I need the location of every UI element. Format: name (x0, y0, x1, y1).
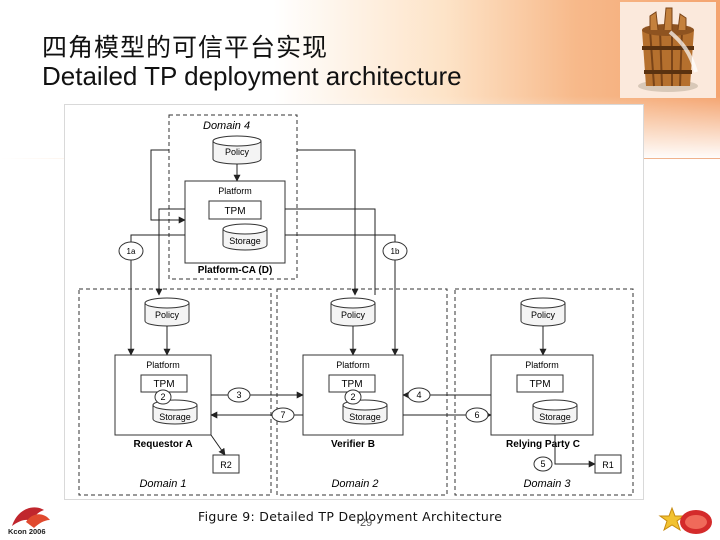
link-4-label: 4 (416, 390, 421, 400)
r2-label: R2 (220, 460, 232, 470)
kcon-logo-text: Kcon 2006 (8, 527, 46, 536)
domain1-boundary (78, 288, 272, 496)
domain4-policy-label: Policy (225, 147, 250, 157)
domain4-platform-label: Platform (218, 186, 252, 196)
domain1-label: Domain 1 (139, 478, 186, 490)
domain4-tpm-box (208, 200, 262, 220)
link-2b-label: 2 (350, 392, 355, 402)
domain2-policy-label: Policy (341, 310, 366, 320)
link-1b-label: 1b (391, 247, 400, 256)
domain2-name: Verifier B (331, 439, 375, 450)
domain2-label: Domain 2 (331, 478, 378, 490)
domain1-name: Requestor A (133, 439, 192, 450)
domain4-tpm-label: TPM (224, 206, 245, 217)
domain3-name: Relying Party C (506, 439, 580, 450)
domain4-platform-name: Platform-CA (D) (198, 265, 273, 276)
domain4-boundary (168, 114, 298, 280)
page-number: 29 (360, 517, 373, 529)
kcon-logo-icon (12, 507, 50, 528)
link-5-label: 5 (540, 459, 545, 469)
domain2-storage-label: Storage (349, 412, 381, 422)
domain1-storage-cylinder (152, 399, 198, 425)
link-6-label: 6 (474, 410, 479, 420)
link-3-label: 3 (236, 390, 241, 400)
domain4-label: Domain 4 (203, 120, 250, 132)
link-1a-label: 1a (127, 247, 136, 256)
domain1-policy-label: Policy (155, 310, 180, 320)
bucket-logo-icon (620, 2, 716, 98)
domain4-storage-label: Storage (229, 236, 261, 246)
domain2-policy-cylinder (330, 297, 376, 327)
domain1-platform-label: Platform (146, 360, 180, 370)
star-logo-icon (658, 506, 712, 534)
tp-architecture-diagram: Domain 4 Policy Platform TPM Storage Pla… (78, 114, 634, 496)
domain3-platform-label: Platform (525, 360, 559, 370)
domain3-label: Domain 3 (523, 478, 571, 490)
domain2-platform-label: Platform (336, 360, 370, 370)
domain3-storage-cylinder (532, 399, 578, 425)
domain3-policy-label: Policy (531, 310, 556, 320)
link-2a-label: 2 (160, 392, 165, 402)
domain3-tpm-box (516, 374, 564, 393)
r1-label: R1 (602, 460, 614, 470)
domain4-policy-cylinder (212, 135, 262, 165)
domain1-storage-label: Storage (159, 412, 191, 422)
slide-title-english: Detailed TP deployment architecture (42, 61, 462, 91)
domain3-storage-label: Storage (539, 412, 571, 422)
domain2-tpm-label: TPM (341, 379, 362, 390)
domain1-policy-cylinder (144, 297, 190, 327)
slide-title-chinese: 四角模型的可信平台实现 (42, 33, 329, 62)
domain2-boundary (276, 288, 448, 496)
link-7-label: 7 (280, 410, 285, 420)
figure-caption: Figure 9: Detailed TP Deployment Archite… (198, 509, 503, 524)
domain3-tpm-label: TPM (529, 379, 550, 390)
diagram-frame: Domain 4 Policy Platform TPM Storage Pla… (64, 104, 644, 500)
domain4-storage-cylinder (222, 223, 268, 251)
domain1-tpm-label: TPM (153, 379, 174, 390)
domain3-boundary (454, 288, 634, 496)
r2-box (212, 454, 240, 474)
